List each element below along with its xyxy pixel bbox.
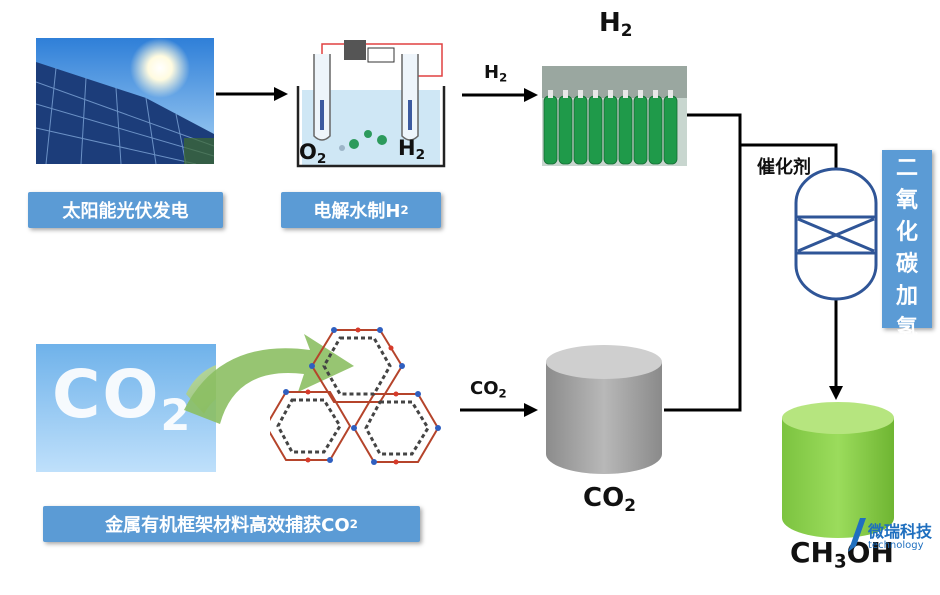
methanol-tank — [782, 402, 894, 538]
co2-hydrogenation-label: 二 氧 化 碳 加 氢 — [882, 150, 932, 341]
electrolysis-cell — [292, 36, 452, 170]
watermark-logo: 微瑞科技 technology — [842, 514, 934, 562]
h2-cylinders-image — [542, 66, 687, 166]
co2-tank — [546, 345, 662, 474]
mof-structure-image — [270, 327, 441, 465]
arrow-electrolysis-to-h2 — [462, 88, 538, 102]
h2-title: H2 — [599, 8, 633, 41]
co2-sky-text: CO2 — [52, 356, 193, 441]
h2-electrolysis-label: H2 — [398, 136, 426, 164]
h2-arrow-label: H2 — [484, 62, 508, 85]
solar-panel-image — [35, 38, 215, 165]
arrow-mof-to-co2 — [460, 403, 538, 417]
arrow-solar-to-electrolysis — [216, 87, 288, 101]
solar-label: 太阳能光伏发电 — [28, 192, 223, 228]
reactor — [794, 167, 878, 301]
green-capture-arrow — [184, 334, 354, 424]
o2-label: O2 — [299, 140, 327, 168]
co2-tank-label: CO2 — [583, 483, 636, 516]
watermark-name: 微瑞科技 — [868, 522, 933, 541]
watermark-sub: technology — [868, 540, 924, 551]
catalyst-label: 催化剂 — [757, 157, 811, 178]
co2-arrow-label: CO2 — [470, 378, 507, 401]
